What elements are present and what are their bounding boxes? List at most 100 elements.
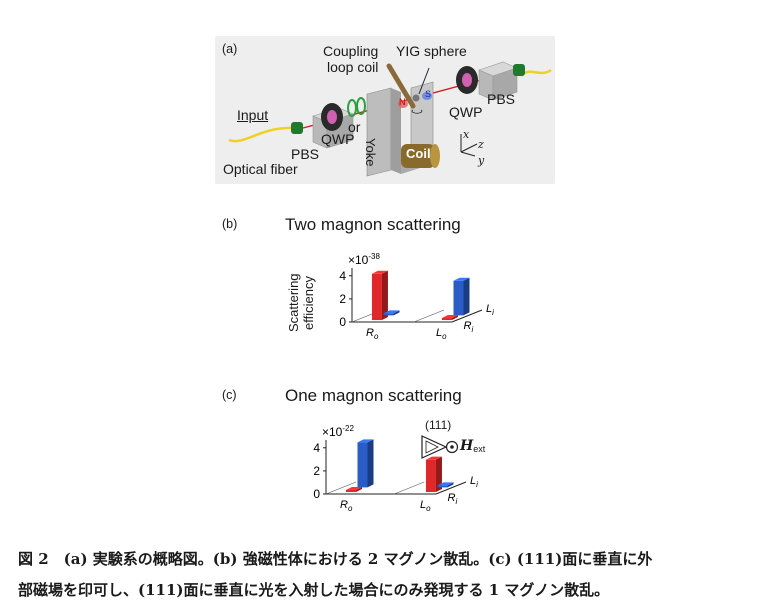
x-tick-label: Ro (366, 327, 379, 341)
bar-front (425, 459, 436, 493)
depth-label-sub: i (471, 325, 473, 334)
y-multiplier-exponent: -22 (342, 424, 354, 433)
bar-top (425, 456, 442, 460)
depth-label: Ri (448, 492, 458, 506)
depth-label-sub: i (492, 308, 494, 317)
bar (383, 310, 400, 316)
label-n-pole: N (399, 97, 406, 107)
bar-front (453, 280, 464, 316)
y-tick-label: 0 (313, 487, 320, 501)
bar-side (355, 487, 362, 493)
depth-axis (451, 309, 483, 323)
bar-top (437, 482, 454, 486)
label-axis-z: z (478, 138, 484, 151)
depth-label: Li (470, 475, 478, 489)
bar-side (393, 310, 400, 316)
floor-grid-line (413, 309, 445, 323)
label-pbs-left: PBS (291, 146, 320, 162)
bar-side (367, 439, 374, 488)
field-out-of-plane-icon (445, 440, 459, 454)
bar (425, 456, 442, 493)
y-multiplier: ×10-22 (322, 424, 354, 439)
y-tick-label: 2 (339, 292, 346, 306)
axis-z (460, 143, 478, 153)
x-tick-label-sub: o (426, 504, 431, 513)
label-axis-y: y (478, 154, 485, 167)
depth-label-sub: i (455, 497, 457, 506)
bar (453, 277, 470, 316)
coupling-loop-rod (386, 63, 416, 109)
panel-a-label: (a) (222, 42, 238, 56)
bar-side (463, 277, 470, 316)
label-yig-sphere: YIG sphere (396, 43, 467, 59)
caption-line-2: 部磁場を印可し、(111)面に垂直に光を入射した場合にのみ発現する 1 マグノン… (18, 581, 610, 599)
bar-top (357, 439, 374, 443)
bar-top (441, 315, 458, 319)
inset-field-sub: ext (473, 444, 486, 454)
panel-c-title: One magnon scattering (285, 386, 462, 405)
label-coupling: Coupling (323, 43, 379, 59)
input-connector (291, 122, 303, 134)
yig-sphere (412, 94, 420, 102)
label-qwp-left: QWP (321, 131, 355, 147)
bar-front (437, 485, 448, 488)
inset-111-label: (111) (425, 418, 452, 432)
schematic-drawing (228, 61, 552, 177)
label-pbs-right: PBS (487, 91, 516, 107)
bar-front (383, 313, 394, 316)
label-s-pole: S (425, 89, 432, 99)
polarization-arrow (347, 99, 357, 117)
bar (437, 482, 454, 488)
x-tick-label: Ro (340, 499, 353, 513)
bar-side (435, 456, 442, 493)
output-connector (513, 64, 525, 76)
label-optical-fiber: Optical fiber (223, 161, 298, 177)
panel-b-title: Two magnon scattering (285, 215, 461, 234)
label-or: or (348, 119, 361, 135)
label-coil: Coil (406, 146, 431, 161)
caption-line-1: 図 2 (a) 実験系の概略図。(b) 強磁性体における 2 マグノン散乱。(c… (18, 550, 653, 568)
depth-axis (435, 481, 467, 495)
label-input: Input (237, 107, 269, 123)
input-fiber (228, 126, 296, 143)
bar-front (357, 442, 368, 488)
panel-b-label: (b) (222, 217, 238, 231)
bar-side (451, 315, 458, 321)
bar-side (381, 270, 388, 321)
bar-front (441, 318, 452, 321)
inset-field-label: Hext (460, 438, 485, 454)
depth-label-sub: i (476, 480, 478, 489)
output-fiber (520, 68, 552, 77)
bar-side (447, 482, 454, 488)
x-tick-label: Lo (436, 327, 447, 341)
coil (401, 144, 435, 168)
inset-111-triangle (421, 435, 448, 459)
inset-field-symbol: H (460, 438, 474, 454)
floor-grid-line (394, 481, 425, 495)
depth-label: Li (486, 303, 494, 317)
axis-y (460, 151, 476, 157)
depth-label: Ri (464, 320, 474, 334)
bar-front (371, 273, 382, 321)
x-tick-label-sub: o (348, 504, 353, 513)
panel-b-ylabel-1: Scattering (286, 273, 301, 332)
label-yoke: Yoke (363, 138, 378, 167)
y-tick-label: 0 (339, 315, 346, 329)
label-loop-coil: loop coil (327, 59, 379, 75)
bar-top (453, 277, 470, 281)
bar-top (345, 487, 362, 491)
bar-top (371, 270, 388, 274)
y-tick-label: 4 (313, 441, 320, 455)
bar (371, 270, 388, 321)
y-tick-label: 2 (313, 464, 320, 478)
floor-grid-line (325, 481, 357, 495)
bar (345, 487, 362, 493)
label-axis-x: x (463, 128, 470, 141)
bar (357, 439, 374, 488)
bar-top (383, 310, 400, 314)
x-tick-label-sub: o (374, 332, 379, 341)
x-tick-label: Lo (420, 499, 431, 513)
y-multiplier: ×10-38 (348, 252, 380, 267)
